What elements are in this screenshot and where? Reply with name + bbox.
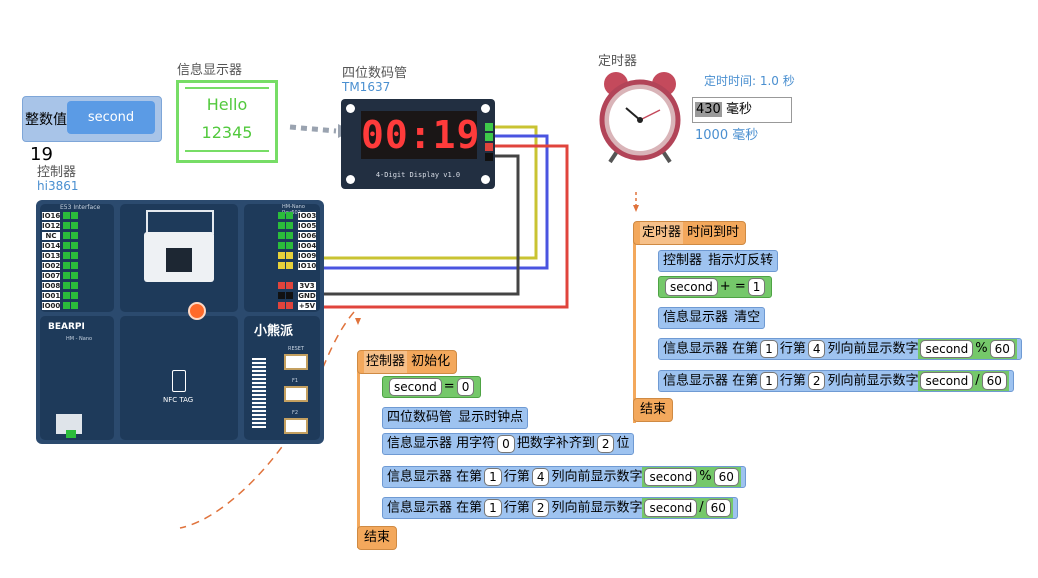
init-event-hat[interactable]: 控制器 初始化 <box>357 350 458 374</box>
info-display-title: 信息显示器 <box>177 63 243 78</box>
controller-board[interactable]: E53 Interface HM-Nano Rev602 IO16 IO12 N… <box>36 200 324 444</box>
timer-script-end[interactable]: 结束 <box>633 398 674 422</box>
pin-dio[interactable] <box>485 133 493 141</box>
display-bottom-bar <box>185 150 269 152</box>
wire-black <box>288 154 520 296</box>
timer-interval-label: 定时时间: 1.0 秒 <box>704 74 795 88</box>
f1-button[interactable] <box>284 386 308 402</box>
mount-hole <box>346 104 355 113</box>
right-pin: 3V3 <box>298 282 316 290</box>
variable-value: 19 <box>30 144 53 165</box>
seven-seg-digits: 00:19 <box>361 113 481 157</box>
variable-type-label: 整数值 <box>25 112 67 128</box>
timer-input-value: 430 <box>695 102 722 117</box>
timer-input-unit: 毫秒 <box>725 102 752 117</box>
left-pin: IO16 <box>42 212 61 220</box>
left-pin: IO00 <box>42 302 61 310</box>
power-led <box>66 430 76 438</box>
seven-seg-model: TM1637 <box>342 80 391 94</box>
variable-name-chip[interactable]: second <box>67 101 155 134</box>
timer-interval-option[interactable]: 1000 毫秒 <box>695 128 759 143</box>
right-pin: IO04 <box>298 242 317 250</box>
variable-block[interactable]: 整数值 second <box>22 96 162 142</box>
mount-hole <box>481 104 490 113</box>
f1-label: F1 <box>292 378 299 384</box>
block-show-colon[interactable]: 四位数码管 显示时钟点 <box>382 407 529 429</box>
mcu-chip <box>166 248 192 272</box>
alarm-clock-icon[interactable] <box>598 70 682 164</box>
phone-icon <box>172 370 186 392</box>
left-pin: IO12 <box>42 222 61 230</box>
dotted-connector <box>289 124 337 134</box>
display-line-2: 12345 <box>201 123 253 142</box>
timer-interval-input[interactable]: 430 毫秒 <box>692 97 792 123</box>
seven-seg-silk: 4-Digit Display v1.0 <box>375 171 461 179</box>
init-script-spine <box>357 368 382 548</box>
right-pin: GND <box>298 292 316 300</box>
mount-hole <box>481 175 490 184</box>
pin-vcc[interactable] <box>485 143 493 151</box>
block-set-var[interactable]: second=0 <box>382 376 482 398</box>
right-pin: IO10 <box>298 262 317 270</box>
right-pin: IO06 <box>298 232 317 240</box>
wire-red <box>288 144 569 309</box>
left-pin: IO08 <box>42 282 61 290</box>
right-pin: IO03 <box>298 212 317 220</box>
reset-label: RESET <box>288 346 305 352</box>
left-pin: IO01 <box>42 292 61 300</box>
block-clear[interactable]: 信息显示器 清空 <box>658 307 766 329</box>
left-pin: IO07 <box>42 272 61 280</box>
reset-button[interactable] <box>284 354 308 370</box>
antenna <box>146 210 214 234</box>
brand-label: BEARPI <box>48 322 85 332</box>
usb-port <box>56 414 82 434</box>
timer-script-spine <box>633 239 658 423</box>
link-arrow-icon <box>355 318 361 325</box>
timer-event-hat[interactable]: 定时器 时间到时 <box>633 221 747 245</box>
f2-label: F2 <box>292 410 299 416</box>
link-arrow-icon <box>633 205 639 212</box>
right-pin: +5V <box>298 302 316 310</box>
right-pin: IO09 <box>298 252 317 260</box>
info-display[interactable]: Hello 12345 <box>176 80 278 163</box>
block-toggle-led[interactable]: 控制器 指示灯反转 <box>658 250 779 272</box>
right-pin: IO05 <box>298 222 317 230</box>
controller-title: 控制器 <box>37 165 77 180</box>
f2-button[interactable] <box>284 418 308 434</box>
left-pin: NC <box>42 232 60 240</box>
header-title: E53 Interface <box>60 204 101 211</box>
block-increment[interactable]: second+ =1 <box>658 276 773 298</box>
wire-yellow <box>288 125 538 260</box>
board-nfc-pad <box>120 316 238 440</box>
seven-seg-title: 四位数码管 <box>342 66 408 81</box>
left-pin: IO13 <box>42 252 61 260</box>
timer-title: 定时器 <box>598 54 638 69</box>
init-script-end[interactable]: 结束 <box>357 526 398 550</box>
left-pin: IO14 <box>42 242 61 250</box>
sub-brand-label: HM - Nano <box>66 336 93 342</box>
cn-brand-label: 小熊派 <box>254 324 294 339</box>
mount-hole <box>346 175 355 184</box>
seven-seg-window: 00:19 <box>361 111 481 159</box>
pin-clk[interactable] <box>485 123 493 131</box>
wire-blue <box>288 134 549 270</box>
display-line-1: Hello <box>206 95 248 114</box>
barcode <box>252 358 266 428</box>
controller-model: hi3861 <box>37 179 79 193</box>
seven-seg-display[interactable]: 00:19 4-Digit Display v1.0 <box>341 99 495 189</box>
pin-gnd[interactable] <box>485 153 493 161</box>
nfc-label: NFC TAG <box>163 396 194 404</box>
display-top-bar <box>185 87 269 89</box>
left-pin: IO02 <box>42 262 61 270</box>
indicator-led <box>188 302 206 320</box>
